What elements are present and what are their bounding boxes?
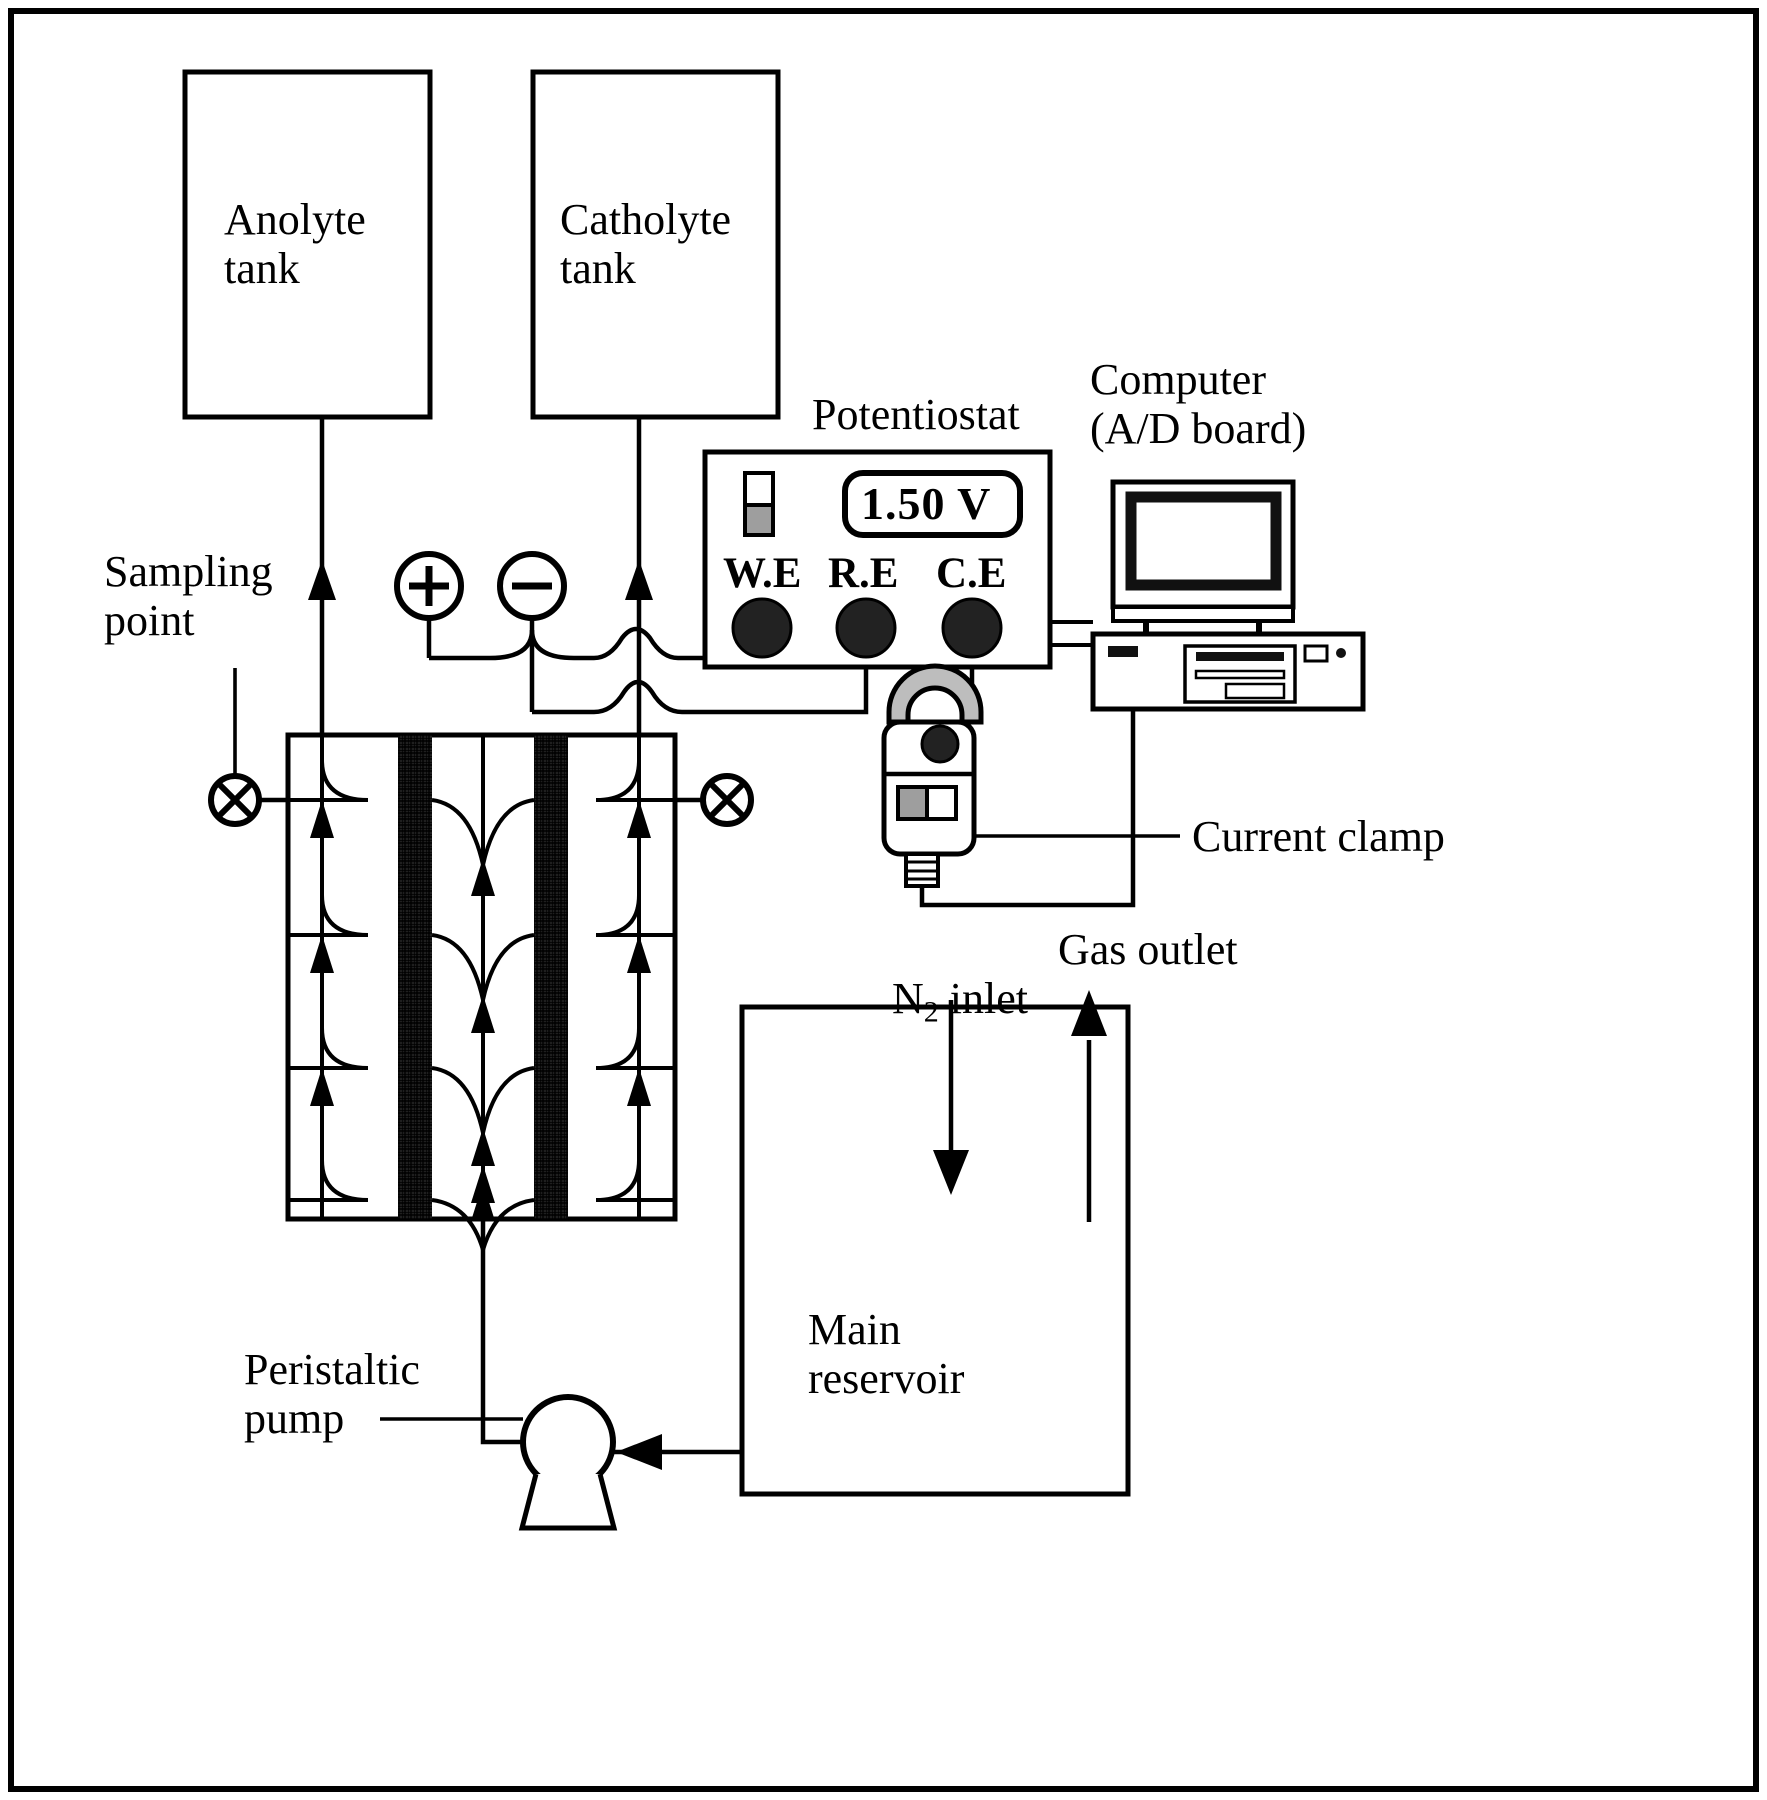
gas-outlet-label: Gas outlet [1058,925,1238,974]
n2-inlet-text: N [892,974,924,1024]
potentiostat-label: Potentiostat [812,390,1020,439]
n2-inlet-suffix: inlet [938,974,1028,1024]
n2-inlet-label: N2 inlet [848,925,1028,1079]
ce-terminal-label: C.E [936,550,1007,597]
re-terminal-label: R.E [828,550,899,597]
voltage-display-value: 1.50 V [861,478,992,529]
n2-subscript: 2 [923,995,939,1029]
computer-label: Computer (A/D board) [1090,355,1307,454]
anolyte-tank-label: Anolyte tank [224,195,366,294]
catholyte-tank-label: Catholyte tank [560,195,732,294]
current-clamp-label: Current clamp [1192,812,1445,861]
main-reservoir-label: Main reservoir [808,1305,965,1404]
peristaltic-pump-label: Peristaltic pump [244,1345,420,1444]
we-terminal-label: W.E [723,550,802,597]
sampling-point-label: Sampling point [104,547,273,646]
